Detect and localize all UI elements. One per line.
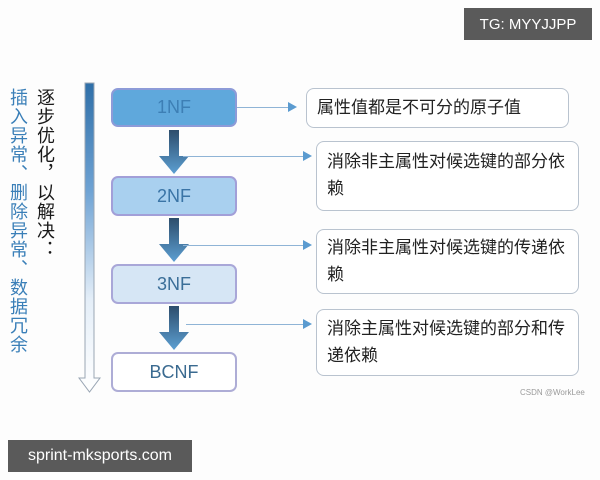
description-bcnf: 消除主属性对候选键的部分和传递依赖 [316,309,579,376]
connector-line [183,245,303,246]
arrowhead-icon [303,151,312,161]
approach-label: 逐步优化，以解决： [34,88,55,259]
watermark-bottom-left: sprint-mksports.com [8,440,192,472]
down-arrow-icon [159,130,189,174]
credit-text: CSDN @WorkLee [520,388,585,397]
connector-line [237,107,289,108]
description-1nf: 属性值都是不可分的原子值 [306,88,569,128]
level-bcnf-label: BCNF [149,361,199,382]
description-2nf: 消除非主属性对候选键的部分依赖 [316,141,579,211]
level-3nf-box: 3NF [111,264,237,304]
down-arrow-icon [159,218,189,262]
level-1nf-box: 1NF [111,88,237,127]
down-arrow-icon [159,306,189,350]
problems-label: 插入异常、删除异常、数据冗余 [7,88,28,354]
progression-arrow-icon [78,82,101,393]
watermark-top-right: TG: MYYJJPP [464,8,592,40]
level-2nf-label: 2NF [156,185,191,206]
connector-line [183,156,303,157]
arrowhead-icon [303,240,312,250]
connector-line [186,324,303,325]
description-3nf: 消除非主属性对候选键的传递依赖 [316,229,579,294]
level-bcnf-box: BCNF [111,352,237,392]
arrowhead-icon [303,319,312,329]
level-1nf-label: 1NF [156,97,191,117]
level-2nf-box: 2NF [111,176,237,216]
arrowhead-icon [288,102,297,112]
level-3nf-label: 3NF [156,273,191,294]
